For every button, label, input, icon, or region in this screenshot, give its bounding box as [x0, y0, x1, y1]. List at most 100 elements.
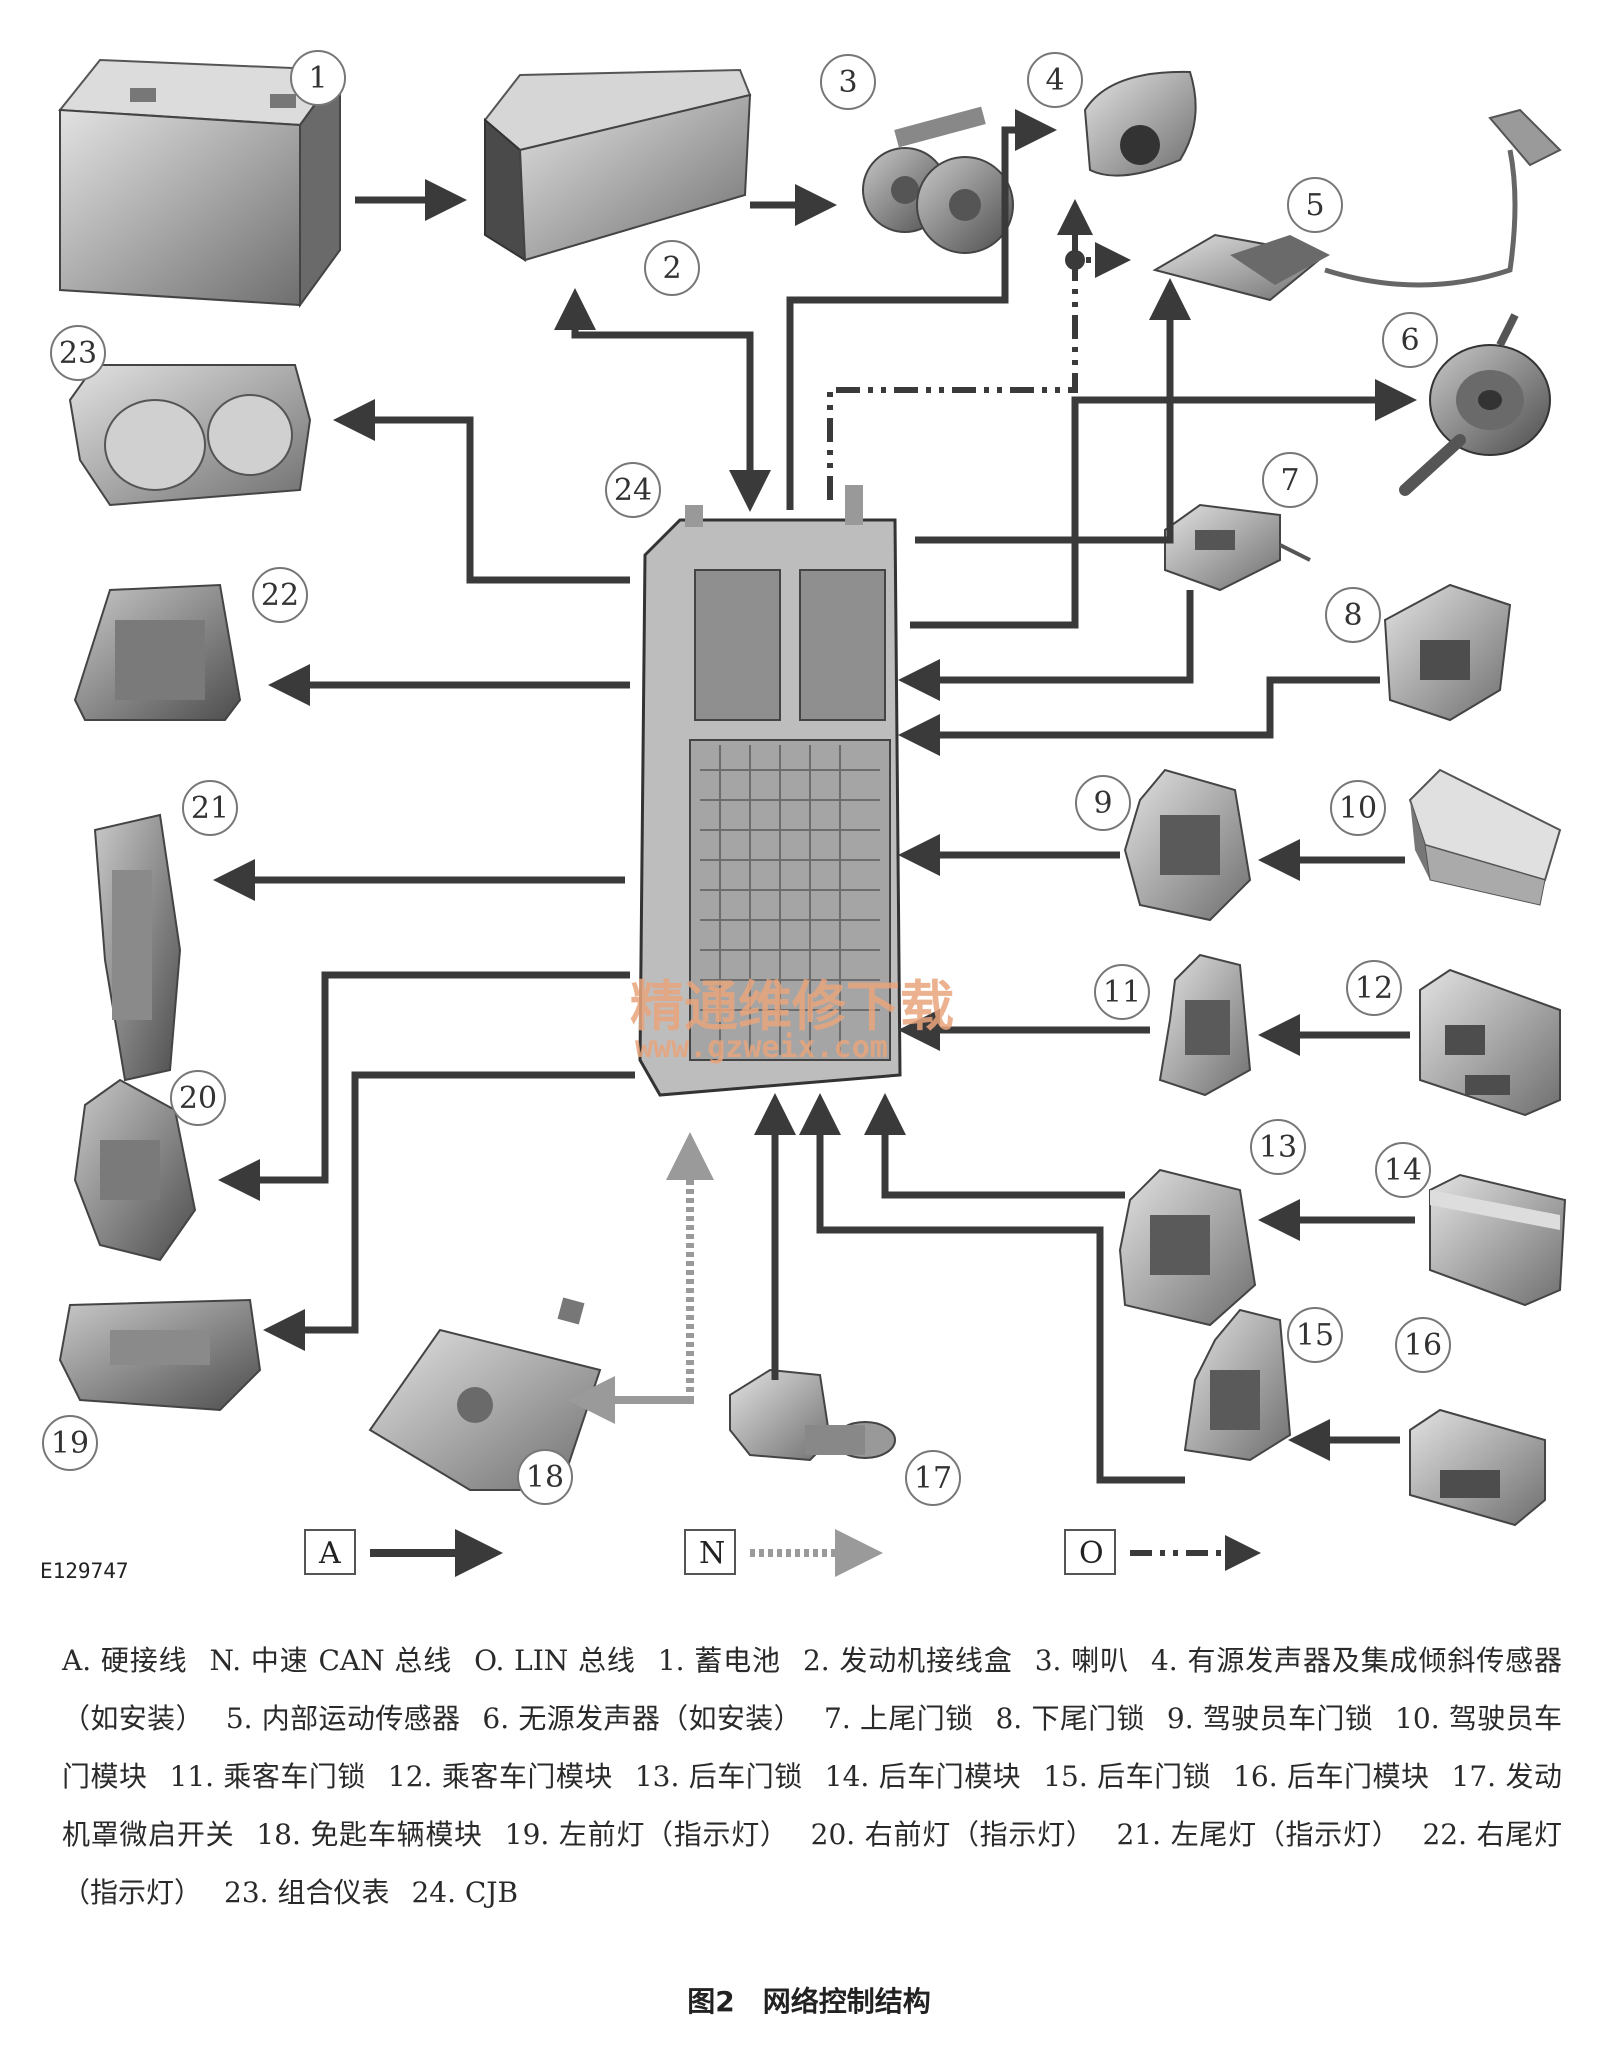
passive-sounder-image: [1399, 313, 1551, 496]
badge-number: 13: [1259, 1130, 1297, 1165]
caption-item: 18. 免匙车辆模块: [256, 1818, 483, 1851]
network-diagram: 123456789101112131415161718192021222324 …: [40, 50, 1567, 1583]
badge-3: 3: [820, 54, 876, 110]
badge-number: 18: [526, 1460, 564, 1495]
badge-circle: [42, 1415, 98, 1471]
badge-circle: [820, 54, 876, 110]
arrow-lin-cjb-to-sensors: [827, 242, 1131, 500]
arrow-cjb-to-left-front: [263, 1071, 635, 1351]
badge-22: 22: [252, 567, 308, 623]
legend-key-o: O: [1079, 1536, 1104, 1571]
caption-item: N. 中速 CAN 总线: [209, 1644, 453, 1677]
driver-door-latch-image: [1123, 768, 1252, 922]
arrow-upper-latch-to-cjb: [898, 590, 1194, 701]
caption-item: 5. 内部运动传感器: [225, 1702, 461, 1735]
upper-tailgate-latch-image: [1164, 503, 1311, 592]
caption-item: 1. 蓄电池: [657, 1644, 781, 1677]
lower-tailgate-latch-image: [1383, 583, 1512, 722]
caption-item: 11. 乘客车门锁: [169, 1760, 366, 1793]
legend-key-a: A: [318, 1536, 341, 1571]
rear-door-module-2-image: [1409, 1408, 1546, 1527]
badge-circle: [1094, 964, 1150, 1020]
rear-door-module-image: [1429, 1173, 1567, 1307]
badge-9: 9: [1075, 775, 1131, 831]
badge-2: 2: [644, 240, 700, 296]
arrow-cjb-to-jbox: [554, 288, 754, 490]
badge-circle: [644, 240, 700, 296]
badge-number: 23: [59, 336, 97, 371]
badge-number: 10: [1339, 791, 1377, 826]
badge-14: 14: [1375, 1142, 1431, 1198]
badge-21: 21: [182, 780, 238, 836]
caption-item: O. LIN 总线: [474, 1644, 636, 1677]
caption-item: 14. 后车门模块: [824, 1760, 1022, 1793]
badge-23: 23: [50, 325, 106, 381]
badge-number: 14: [1384, 1153, 1422, 1188]
active-sounder-image: [1083, 70, 1197, 177]
badge-number: 1: [308, 61, 327, 96]
badge-15: 15: [1287, 1307, 1343, 1363]
arrow-can-kvm-to-cjb: [590, 1132, 714, 1404]
caption-item: 8. 下尾门锁: [995, 1702, 1145, 1735]
badge-circle: [1262, 452, 1318, 508]
arrow-cjb-to-right-front: [218, 971, 630, 1201]
caption-item: 16. 后车门模块: [1233, 1760, 1430, 1793]
arrow-rear-latch-to-cjb: [864, 1093, 1125, 1199]
caption-item: 21. 左尾灯（指示灯）: [1116, 1818, 1401, 1851]
arrow-cjb-to-passive-sounder: [910, 379, 1417, 629]
badge-24: 24: [605, 462, 661, 518]
caption-item: 15. 后车门锁: [1043, 1760, 1212, 1793]
caption-item: 22. 右尾灯（指示灯）: [62, 1818, 1563, 1909]
instrument-cluster-image: [68, 364, 312, 507]
badge-number: 19: [51, 1426, 89, 1461]
arrow-to-motion-sensor: [915, 278, 1191, 544]
horn-image: [862, 106, 1014, 254]
caption-item: 10. 驾驶员车门模块: [62, 1702, 1562, 1793]
bonnet-switch-image: [729, 1368, 896, 1462]
badge-18: 18: [517, 1449, 573, 1505]
badge-13: 13: [1250, 1119, 1306, 1175]
badge-number: 6: [1400, 323, 1419, 358]
lin-junction-dot: [1065, 250, 1085, 270]
badge-10: 10: [1330, 780, 1386, 836]
right-tail-lamp-image: [73, 583, 242, 721]
badge-number: 5: [1305, 188, 1324, 223]
badge-circle: [290, 50, 346, 106]
badge-circle: [1330, 780, 1386, 836]
caption-item: A. 硬接线: [62, 1644, 188, 1677]
badge-circle: [252, 567, 308, 623]
badge-circle: [605, 462, 661, 518]
cjb-image: [638, 485, 902, 1097]
badge-6: 6: [1382, 312, 1438, 368]
badge-number: 8: [1343, 598, 1362, 633]
badge-number: 4: [1045, 63, 1064, 98]
badge-circle: [517, 1449, 573, 1505]
badge-5: 5: [1287, 177, 1343, 233]
figure-code: E129747: [40, 1559, 129, 1583]
badge-number: 11: [1103, 975, 1141, 1010]
interior-motion-sensor-image: [1152, 108, 1562, 302]
badge-circle: [50, 325, 106, 381]
left-tail-lamp-image: [93, 813, 182, 1082]
badge-circle: [1287, 177, 1343, 233]
badge-circle: [1382, 312, 1438, 368]
caption-item: 17. 发动机罩微启开关: [62, 1760, 1562, 1851]
badge-number: 2: [662, 251, 681, 286]
caption-item: 4. 有源发声器及集成倾斜传感器（如安装）: [62, 1644, 1562, 1735]
right-front-lamp-image: [73, 1078, 197, 1262]
badge-number: 7: [1280, 463, 1299, 498]
badge-number: 17: [914, 1461, 952, 1496]
caption-item: 13. 后车门锁: [634, 1760, 803, 1793]
rear-door-latch-2-image: [1183, 1308, 1292, 1462]
badge-circle: [1287, 1307, 1343, 1363]
badge-circle: [182, 780, 238, 836]
badge-number: 21: [191, 791, 229, 826]
badge-number: 20: [179, 1081, 217, 1116]
caption-item: 23. 组合仪表: [224, 1876, 390, 1909]
arrow-lower-latch-to-cjb: [898, 676, 1380, 756]
caption-item: 19. 左前灯（指示灯）: [504, 1818, 789, 1851]
badge-circle: [905, 1450, 961, 1506]
badge-number: 16: [1404, 1328, 1442, 1363]
legend: A N O: [304, 1529, 1261, 1577]
